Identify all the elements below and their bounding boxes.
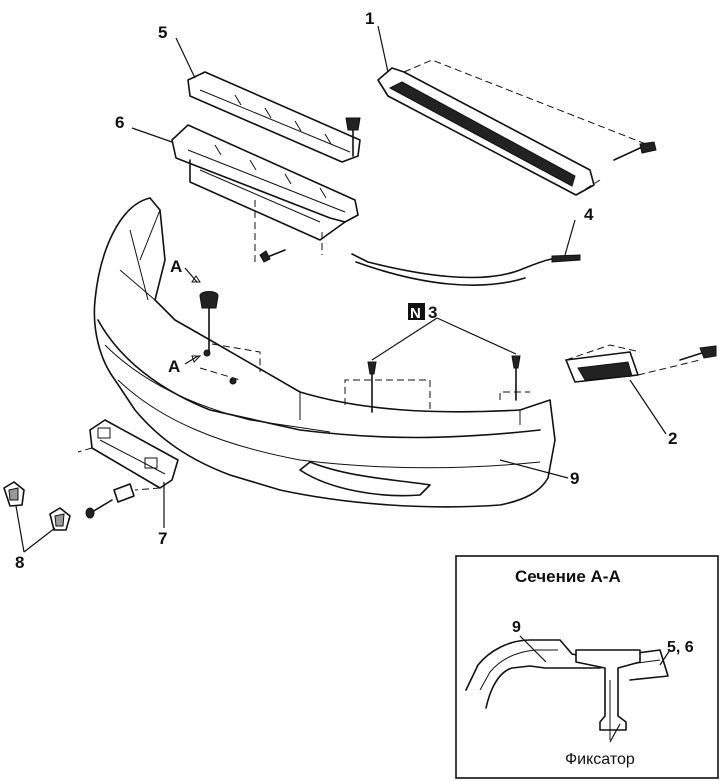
callout-7: 7: [158, 529, 167, 548]
part-3-bolt-right: [511, 355, 521, 401]
part-4-wire: [351, 253, 581, 286]
callout-3-badge: N: [408, 303, 425, 322]
leader-lines: [15, 25, 667, 553]
part-3-bolt-left: [367, 361, 377, 413]
callout-1: 1: [365, 9, 374, 28]
section-label-clip: Фиксатор: [565, 751, 635, 768]
section-mark-upper: A: [170, 257, 182, 276]
bolt-1: [613, 141, 657, 161]
section-label-bumper: 9: [512, 619, 521, 636]
clip-section-a: [199, 291, 261, 385]
callout-3-badge-letter: N: [410, 305, 421, 322]
callout-3: 3: [428, 303, 437, 322]
section-inset: Сечение А-А 9 5, 6 Фиксатор: [455, 555, 719, 779]
part-8-clips: [3, 481, 71, 531]
callout-4: 4: [584, 205, 594, 224]
callout-2: 2: [668, 429, 677, 448]
section-mark-lower: A: [168, 357, 180, 376]
section-clip: [575, 649, 641, 740]
callout-6: 6: [115, 113, 124, 132]
part-6-bracket: [171, 124, 359, 263]
part-5-bracket: [187, 71, 361, 163]
callout-9: 9: [570, 469, 579, 488]
callout-5: 5: [158, 23, 167, 42]
clip-upper: [345, 117, 361, 157]
part-7-plate-bracket: [77, 419, 179, 491]
section-title: Сечение А-А: [515, 567, 621, 586]
part-9-bumper: [93, 197, 556, 508]
section-label-reinforcement: 5, 6: [667, 639, 694, 656]
plate-screw: [85, 483, 135, 519]
part-1-absorber: [377, 59, 657, 196]
part-2-grille: [565, 344, 717, 383]
callout-8: 8: [15, 553, 24, 572]
